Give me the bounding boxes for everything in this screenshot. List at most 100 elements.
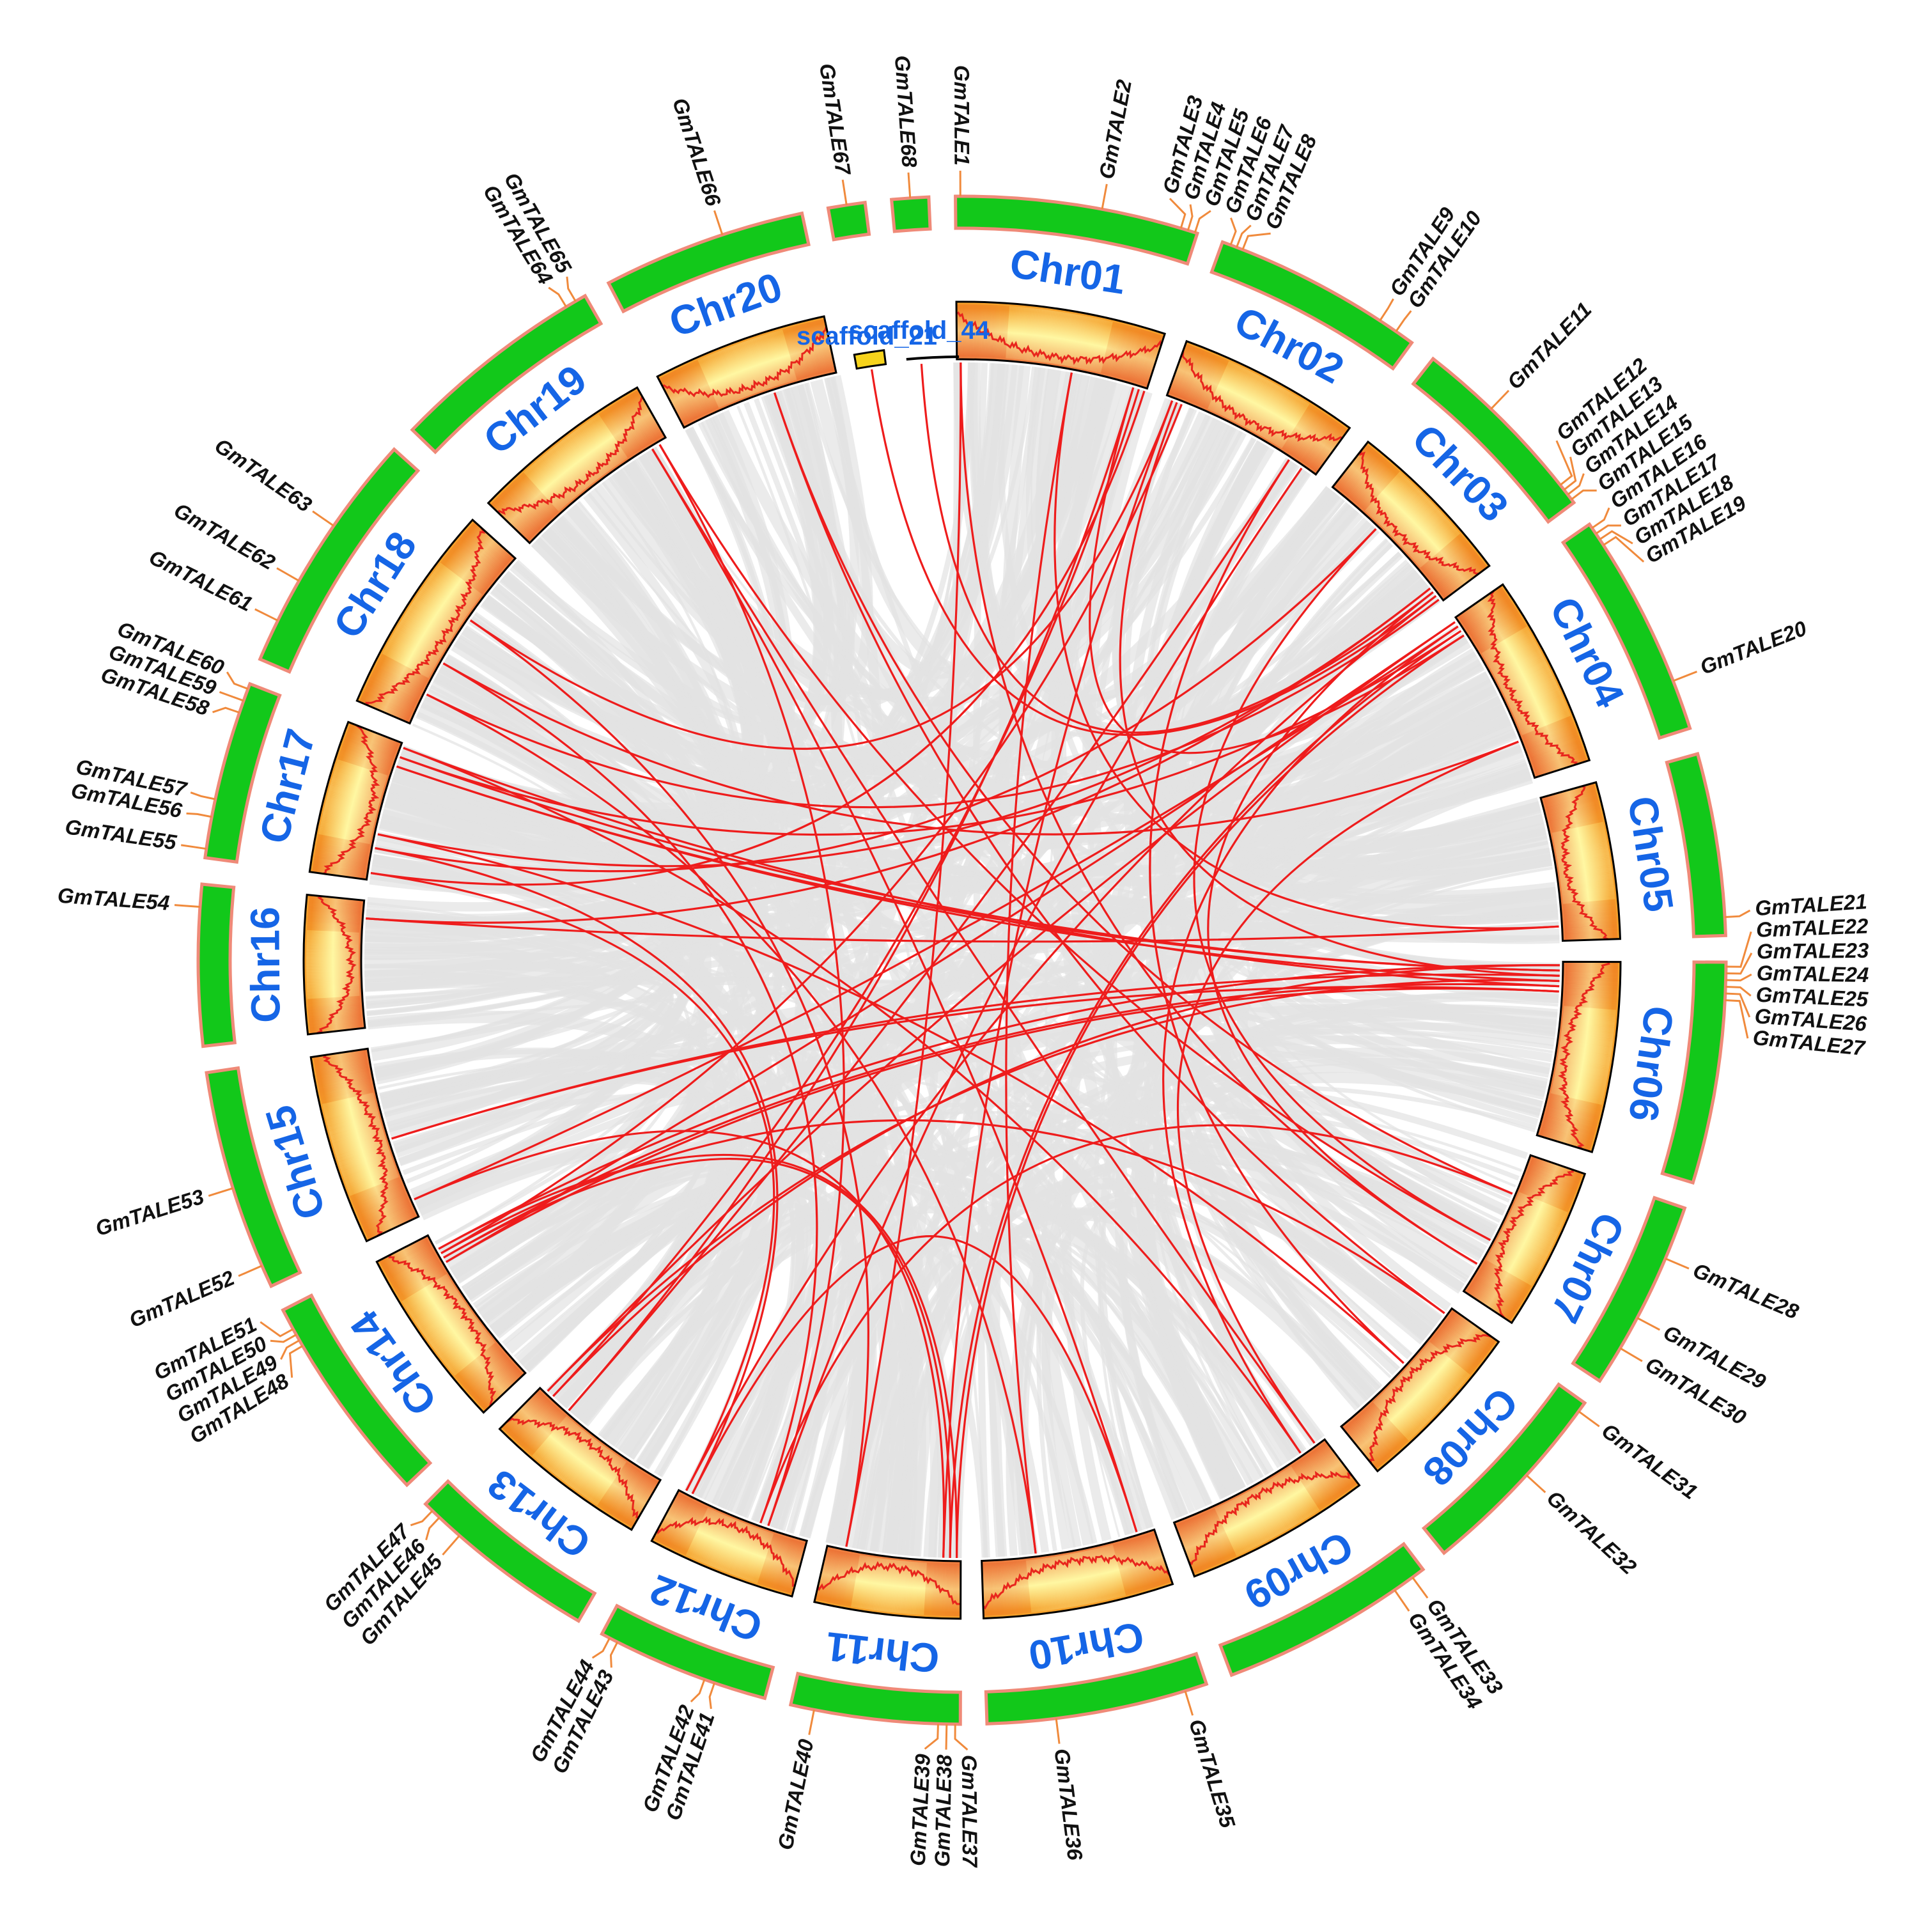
heatmap-stripe <box>777 1539 794 1591</box>
heatmap-stripe <box>1178 348 1199 398</box>
heatmap-stripe <box>1560 879 1614 888</box>
heatmap-stripe <box>1270 1478 1299 1524</box>
heatmap-stripe <box>770 332 787 384</box>
heatmap-stripe <box>688 363 712 412</box>
gene-tick <box>1055 1718 1061 1744</box>
heatmap-stripe <box>531 465 567 506</box>
heatmap-stripe <box>1351 458 1387 500</box>
heatmap-stripe <box>1247 382 1273 429</box>
heatmap-stripe <box>320 1085 372 1098</box>
heatmap-stripe <box>361 1202 410 1225</box>
heatmap-stripe <box>1148 1533 1167 1584</box>
heatmap-stripe <box>1560 878 1614 887</box>
heatmap-stripe <box>336 1140 387 1158</box>
heatmap-stripe <box>1192 354 1214 403</box>
heatmap-stripe <box>532 1415 568 1457</box>
heatmap-stripe <box>849 1554 860 1607</box>
heatmap-stripe <box>992 305 997 358</box>
heatmap-stripe <box>1221 1504 1246 1553</box>
heatmap-stripe <box>656 1494 683 1541</box>
synteny-link <box>366 437 1257 1017</box>
heatmap-stripe <box>1150 1533 1169 1584</box>
heatmap-stripe <box>813 321 827 373</box>
heatmap-stripe <box>460 537 501 572</box>
heatmap-stripe <box>318 830 371 843</box>
heatmap-stripe <box>1300 1459 1331 1504</box>
heatmap-stripe <box>694 1511 718 1560</box>
heatmap-stripe <box>1345 453 1380 495</box>
gene-tick <box>1578 1410 1600 1428</box>
heatmap-stripe <box>1114 1543 1130 1595</box>
heatmap-stripe <box>623 1477 652 1523</box>
heatmap-scaffold-44 <box>906 355 960 361</box>
heatmap-stripe <box>1475 1275 1521 1304</box>
heatmap-stripe <box>1247 1492 1273 1539</box>
heatmap-stripe <box>449 549 492 584</box>
heatmap-stripe <box>1119 1542 1135 1594</box>
heatmap-stripe <box>1092 1549 1105 1601</box>
heatmap-stripe <box>1550 1095 1602 1109</box>
heatmap-stripe <box>306 979 359 983</box>
heatmap-stripe <box>609 1469 639 1515</box>
heatmap-stripe <box>307 991 360 996</box>
heatmap-chr02 <box>1167 341 1350 475</box>
heatmap-stripe <box>1521 1185 1571 1206</box>
heatmap-stripe <box>687 1508 711 1557</box>
heatmap-stripe <box>1545 791 1597 807</box>
gene-tick <box>1241 232 1271 251</box>
heatmap-stripe <box>320 824 372 837</box>
heatmap-stripe <box>1565 979 1618 983</box>
heatmap-stripe <box>720 350 742 400</box>
heatmap-stripe <box>1284 405 1314 451</box>
heatmap-stripe <box>1489 641 1536 668</box>
heatmap-stripe <box>1481 626 1528 655</box>
heatmap-stripe <box>1525 1176 1575 1197</box>
heatmap-stripe <box>1396 1378 1436 1415</box>
heatmap-stripe <box>313 864 366 875</box>
heatmap-stripe <box>1376 1398 1414 1438</box>
heatmap-stripe <box>449 1336 492 1371</box>
gene-tick <box>1525 1474 1546 1493</box>
heatmap-stripe <box>399 1270 446 1298</box>
heatmap-stripe <box>843 1554 854 1606</box>
heatmap-stripe <box>348 726 398 747</box>
heatmap-stripe <box>660 1496 687 1544</box>
heatmap-stripe <box>451 547 494 582</box>
heatmap-stripe <box>1551 816 1603 830</box>
heatmap-stripe <box>1440 1327 1483 1361</box>
heatmap-stripe <box>1117 1543 1133 1594</box>
duplicated-pair-link <box>446 987 1559 1263</box>
heatmap-stripe <box>309 900 361 907</box>
heatmap-stripe <box>1465 598 1511 629</box>
heatmap-stripe <box>976 304 979 357</box>
heatmap-stripe <box>384 1245 432 1272</box>
heatmap-stripe <box>1529 1165 1579 1185</box>
heatmap-stripe <box>1024 1560 1032 1613</box>
heatmap-stripe <box>1362 1410 1399 1451</box>
heatmap-stripe <box>387 643 434 671</box>
heatmap-stripe <box>494 499 533 538</box>
heatmap-stripe <box>1523 1181 1573 1202</box>
heatmap-stripe <box>524 471 560 511</box>
heatmap-stripe <box>629 1480 658 1527</box>
heatmap-stripe <box>1472 1281 1518 1311</box>
heatmap-stripe <box>382 1242 430 1269</box>
ideogram-chr08 <box>1421 1382 1587 1555</box>
heatmap-stripe <box>1553 1081 1605 1094</box>
gene-tick <box>425 1516 440 1541</box>
heatmap-stripe <box>505 1393 543 1433</box>
heatmap-stripe <box>344 1163 394 1183</box>
heatmap-stripe <box>510 1398 548 1437</box>
heatmap-stripe <box>1184 1520 1205 1571</box>
heatmap-stripe <box>666 373 692 422</box>
heatmap-stripe <box>355 1189 405 1211</box>
heatmap-stripe <box>1519 708 1569 730</box>
heatmap-stripe <box>1383 1391 1422 1430</box>
heatmap-stripe <box>589 1456 621 1501</box>
gene-tick <box>609 1641 619 1668</box>
heatmap-stripe <box>325 799 378 814</box>
heatmap-stripe <box>1555 837 1607 850</box>
heatmap-stripe <box>308 1012 361 1019</box>
heatmap-frame <box>955 300 1167 390</box>
heatmap-stripe <box>762 1534 780 1585</box>
